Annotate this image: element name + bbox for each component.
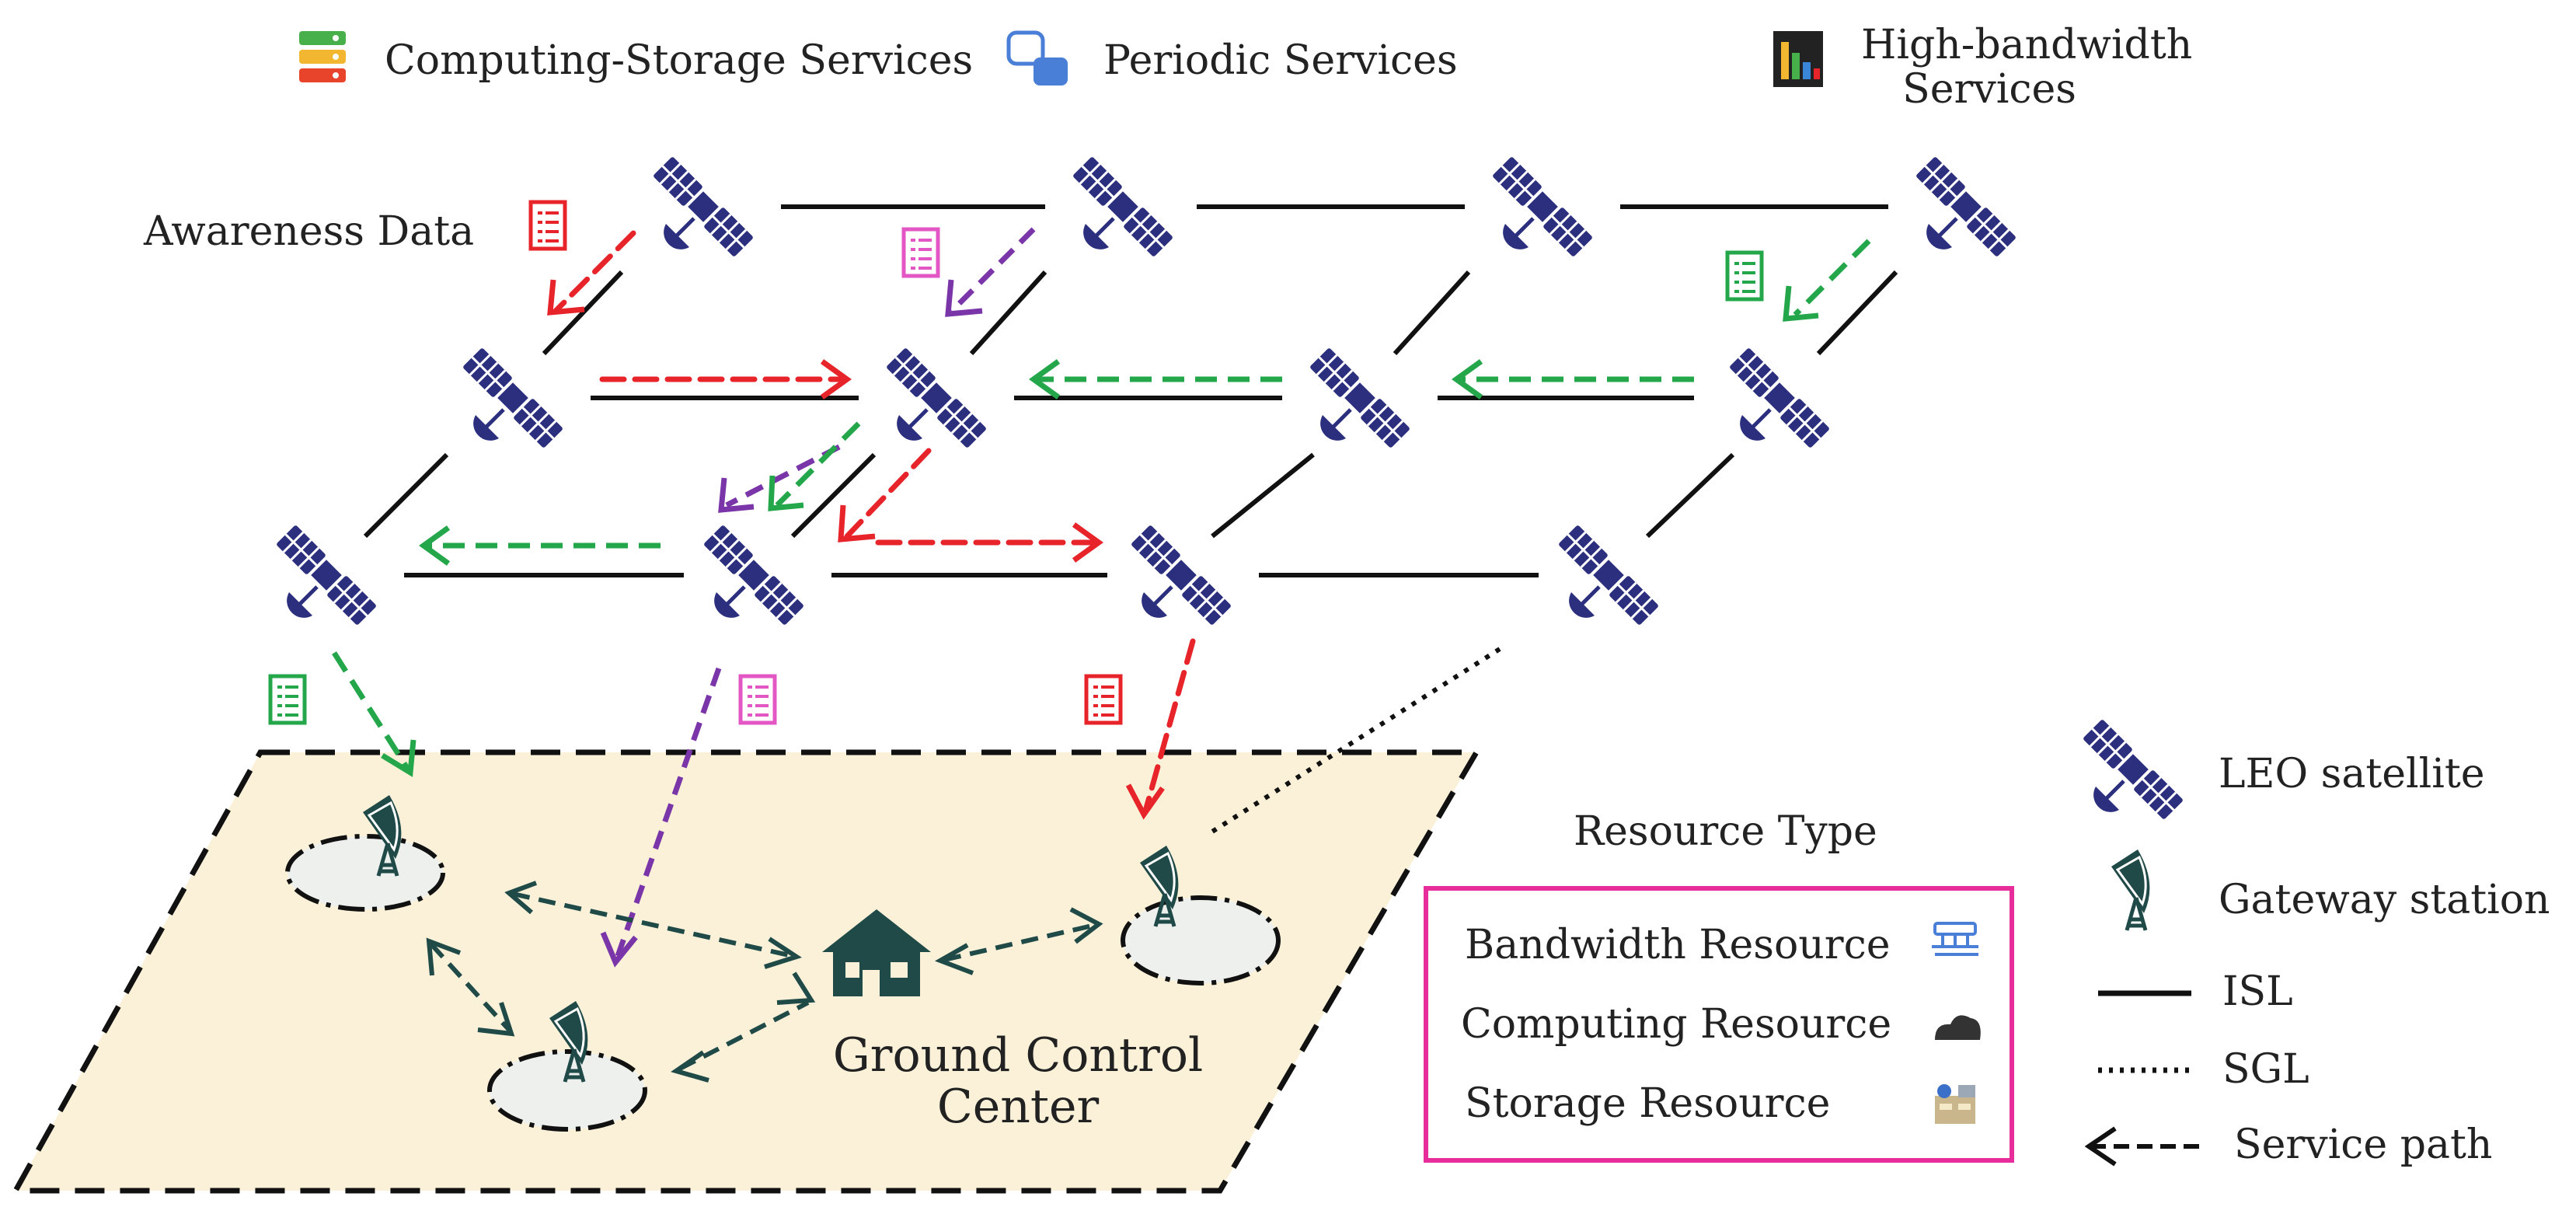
isl-label: ISL [2222,968,2293,1015]
gateway-station-label: Gateway station [2219,877,2550,923]
high-bandwidth-label-line1: High-bandwidth [1861,22,2193,68]
gateway-station-icon [2111,849,2149,930]
high-bandwidth-label-line2: Services [1902,66,2076,113]
resource-legend-box [1424,886,2014,1163]
awareness-doc-red-top [531,202,565,249]
computing-storage-services-label: Computing-Storage Services [385,37,974,84]
high-bandwidth-services-label: High-bandwidth Services [1861,22,2193,113]
resource-type-title: Resource Type [1574,808,1877,855]
awareness-doc-red-bottom [1086,676,1121,723]
computing-resource-icon [1935,1015,1981,1040]
leo-satellite-icon [2083,719,2184,820]
periodic-services-label: Periodic Services [1103,37,1458,84]
ground-control-center-label: Ground Control Center [800,1030,1236,1132]
bandwidth-resource-icon [1932,922,1978,956]
computing-resource-label: Computing Resource [1461,1001,1892,1048]
storage-resource-label: Storage Resource [1465,1080,1831,1127]
ground-control-line2: Center [936,1080,1100,1134]
awareness-doc-green-top [1727,253,1762,299]
computing-storage-services-icon [299,31,346,82]
storage-resource-icon [1935,1084,1975,1124]
high-bandwidth-services-icon [1773,31,1823,87]
awareness-doc-pink-bottom [741,676,775,723]
service-path-arrow [2084,1126,2199,1167]
awareness-doc-green-bottom [270,676,305,723]
ground-control-line1: Ground Control [832,1028,1204,1083]
leo-satellite-label: LEO satellite [2219,751,2485,797]
sgl-label: SGL [2222,1046,2309,1093]
awareness-data-label: Awareness Data [144,208,475,255]
awareness-doc-pink-top [904,229,938,276]
ground-control-house-icon [822,909,931,996]
bandwidth-resource-label: Bandwidth Resource [1465,922,1891,968]
service-path-label: Service path [2234,1122,2493,1168]
periodic-services-icon [1006,30,1068,85]
isl-links [363,204,1898,577]
red-service-path [552,230,1196,811]
